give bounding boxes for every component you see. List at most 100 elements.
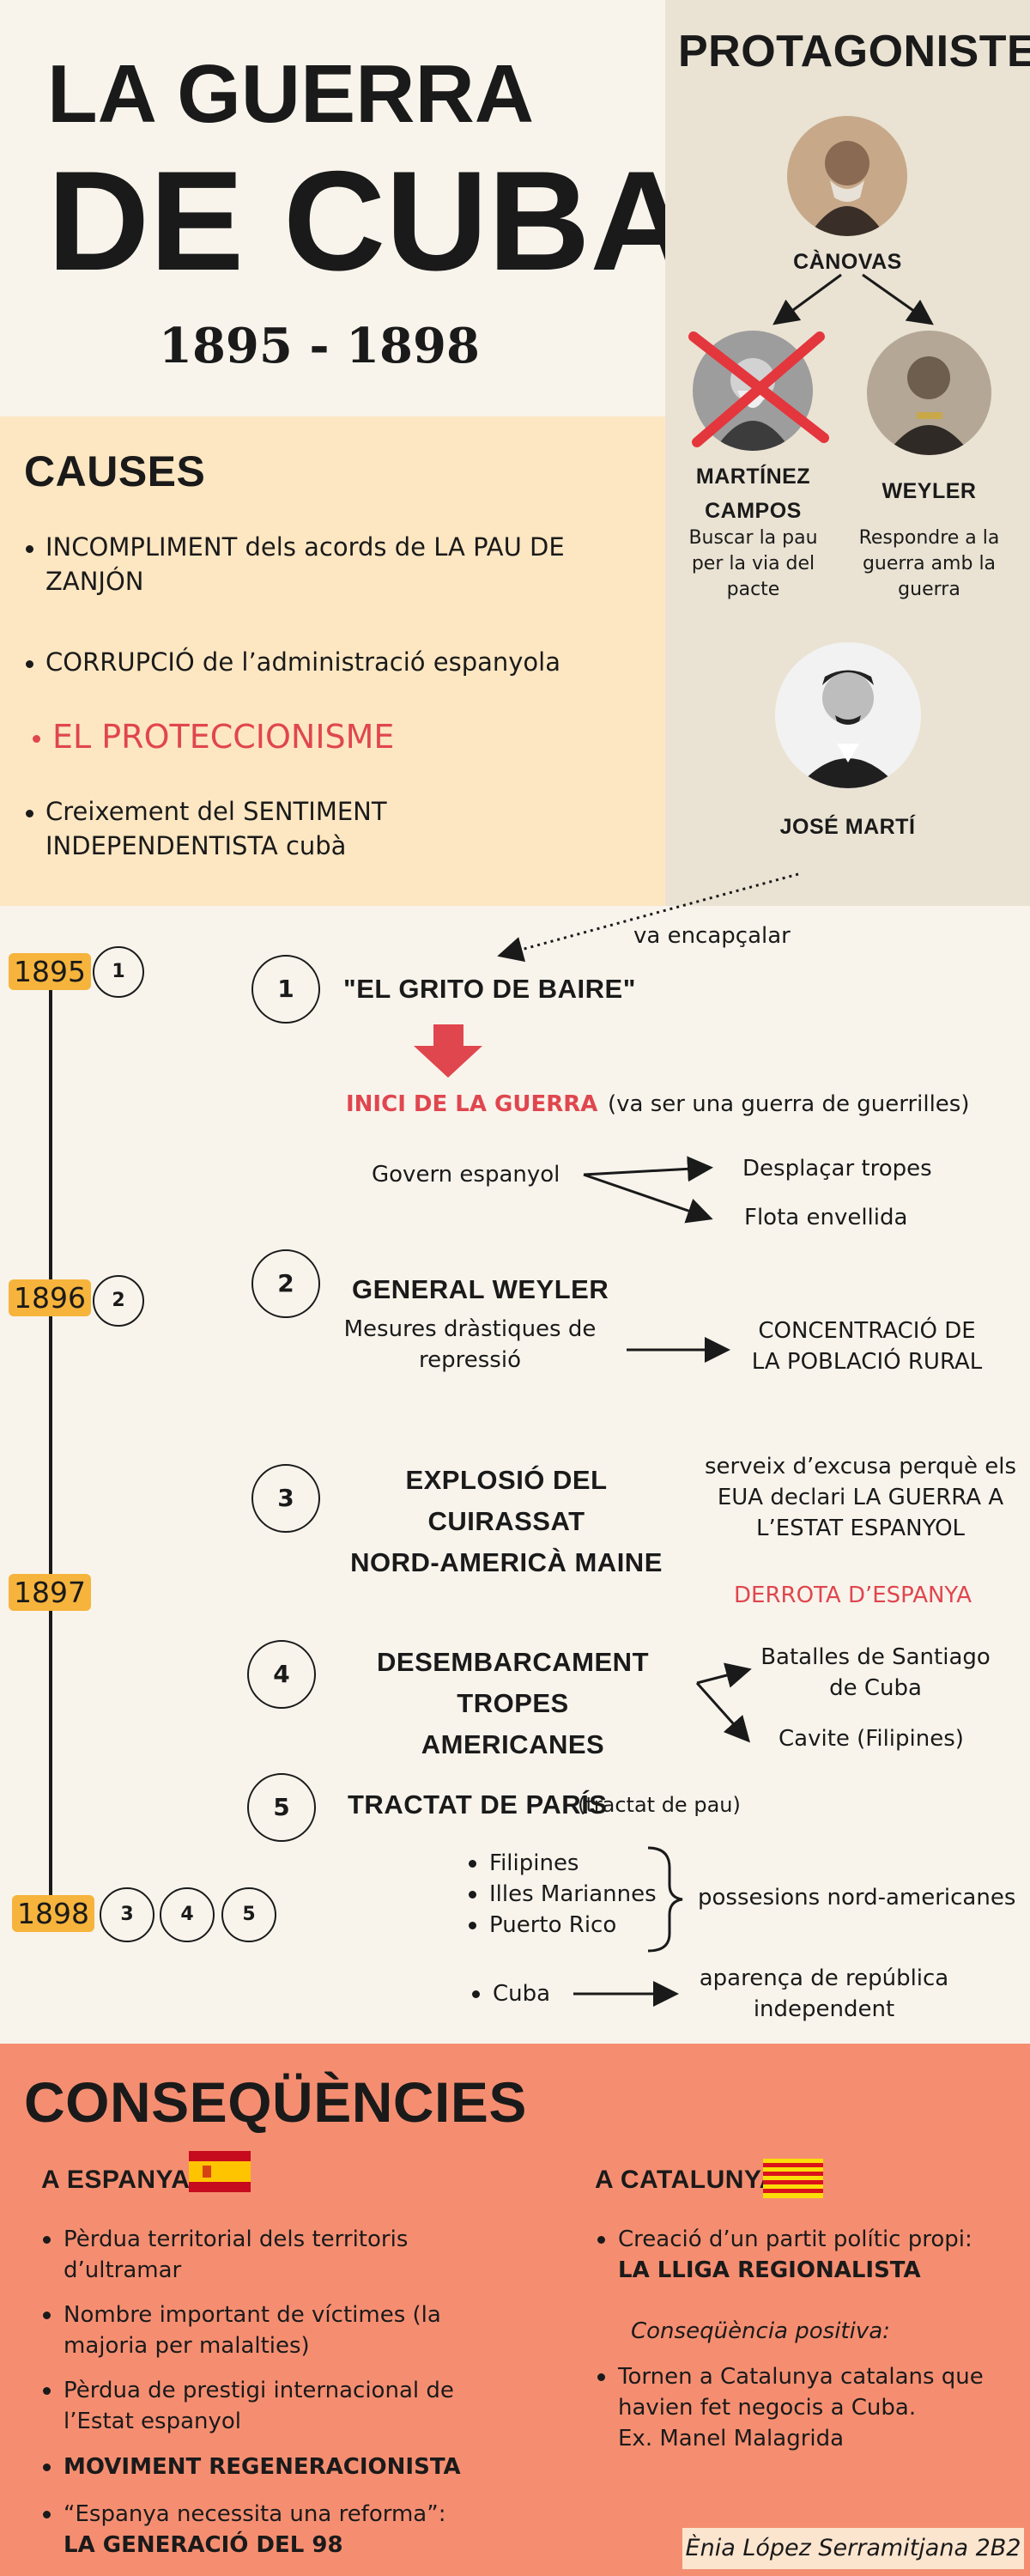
cause-text: Creixement del SENTIMENT [45,797,387,826]
red-cross-icon [688,331,829,447]
spain-heading: A ESPANYA [41,2166,191,2194]
catalonia-item: Tornen a Catalunya catalans que havien fe… [597,2361,1013,2454]
catalonia-item-line: Tornen a Catalunya catalans que [618,2364,984,2390]
year-tag-1898: 1898 [12,1895,94,1932]
note-line: serveix d’excusa perquè els [705,1454,1016,1479]
weyler-portrait [867,331,991,455]
arrow-canovas-martinez [772,273,842,325]
jose-marti-portrait [775,642,921,788]
cuba-result-line: aparença de república [699,1965,949,1991]
weyler-desc-line: guerra [898,579,960,600]
note-line: EUA declari LA GUERRA A [717,1485,1004,1510]
cause-item: CORRUPCIÓ de l’administració espanyola [26,645,627,679]
bullet-dot [33,735,40,743]
brace-colonies [647,1846,683,1953]
event-3-title: EXPLOSIÓ DEL CUIRASSAT NORD-AMERICÀ MAIN… [339,1460,674,1583]
year-tag-1896: 1896 [9,1279,91,1316]
battle-item: Cavite (Filipines) [779,1726,964,1752]
cause-item: Creixement del SENTIMENT INDEPENDENTISTA… [26,794,627,863]
bullet-dot [597,2373,605,2381]
link-label: va encapçalar [633,923,791,949]
positive-label: Conseqüència positiva: [631,2318,890,2344]
bullet-dot [472,1990,480,1998]
govern-label: Govern espanyol [372,1162,560,1188]
battle-item: Batalles de Santiago de Cuba [747,1642,1004,1704]
bullet-dot [26,544,33,553]
bullet-dot [43,2236,51,2244]
cuba-item: Cuba [472,1978,551,2009]
event-2-title: GENERAL WEYLER [352,1274,609,1304]
event-number: 4 [247,1640,316,1709]
consequences-heading: CONSEQÜÈNCIES [24,2070,527,2134]
battle-line: de Cuba [829,1675,922,1701]
arrow-govern-1 [583,1156,713,1182]
event-number: 2 [251,1249,320,1318]
spain-item-line: Nombre important de víctimes (la [64,2302,441,2328]
result-line: CONCENTRACIÓ DE [758,1318,976,1344]
year-marker: 4 [160,1887,215,1942]
event-2-measures: Mesures dràstiques de repressió [330,1314,609,1376]
title-years: 1895 - 1898 [159,318,480,374]
spain-item-line: Pèrdua de prestigi internacional de [64,2378,454,2403]
bullet-dot [43,2387,51,2395]
bullet-dot [597,2236,605,2244]
event-3-note: serveix d’excusa perquè els EUA declari … [695,1451,1026,1544]
bullet-dot [469,1891,476,1899]
measures-line: Mesures dràstiques de [343,1316,597,1342]
catalonia-item-line: LA LLIGA REGIONALISTA [618,2257,921,2283]
year-marker: 1 [93,946,144,998]
protagonists-heading: PROTAGONISTES [678,27,1030,76]
bullet-dot [43,2312,51,2319]
arrow-battle-1 [696,1662,752,1688]
spain-item-line: l’Estat espanyol [64,2409,242,2434]
spain-item: Nombre important de víctimes (la majoria … [43,2300,476,2361]
event-4-title-line: DESEMBARCAMENT TROPES [377,1647,649,1718]
year-marker: 5 [221,1887,276,1942]
spain-item-line: majoria per malalties) [64,2333,310,2359]
colony-text: Illes Mariannes [489,1881,657,1907]
cuba-text: Cuba [493,1981,551,2007]
colony-item: Puerto Rico [469,1910,616,1941]
weyler-desc: Respondre a la guerra amb la guerra [845,526,1013,603]
note-line: L’ESTAT ESPANYOL [755,1516,966,1541]
red-down-arrow-icon [414,1024,482,1078]
catalonia-heading: A CATALUNYA [595,2166,779,2194]
canovas-portrait [787,116,907,236]
causes-heading: CAUSES [24,447,206,495]
weyler-name: WEYLER [882,479,977,503]
branch-text: Desplaçar tropes [742,1156,932,1182]
event-number: 1 [251,955,320,1024]
bullet-dot [26,659,33,668]
canovas-name: CÀNOVAS [793,250,902,274]
event-number: 3 [251,1464,320,1533]
catalonia-item-line: havien fet negocis a Cuba. [618,2395,917,2421]
martinez-name-line1: MARTÍNEZ [695,465,811,489]
year-tag-1897: 1897 [9,1574,91,1611]
spain-item-line: MOVIMENT REGENERACIONISTA [64,2454,461,2480]
cause-item: EL PROTECCIONISME [33,715,633,758]
spain-item: Pèrdua de prestigi internacional de l’Est… [43,2375,476,2437]
colony-item: Illes Mariannes [469,1879,657,1910]
catalonia-item-line: Ex. Manel Malagrida [618,2426,845,2451]
result-line: LA POBLACIÓ RURAL [751,1349,983,1375]
event-3-title-line: EXPLOSIÓ DEL CUIRASSAT [405,1465,608,1536]
catalonia-flag-icon [763,2159,823,2198]
event-2-result: CONCENTRACIÓ DE LA POBLACIÓ RURAL [730,1315,1004,1377]
spain-flag-icon [189,2151,251,2192]
arrow-marti-grito [497,872,799,963]
author-label: Ènia López Serramitjana 2B2 [682,2528,1024,2569]
event-1-title: "EL GRITO DE BAIRE" [343,974,636,1004]
bullet-dot [43,2511,51,2518]
event-number: 5 [247,1773,316,1842]
martinez-desc-line: Buscar la pau [688,527,818,549]
cause-text: CORRUPCIÓ de l’administració espanyola [45,647,560,677]
spain-item-line: Pèrdua territorial dels territoris [64,2227,409,2252]
arrow-canovas-weyler [862,273,934,325]
cause-text: INCOMPLIMENT dels acords de LA PAU DE [45,532,565,562]
event-5-note: (tractat de pau) [578,1793,741,1817]
year-marker: 3 [100,1887,154,1942]
cuba-result-line: independent [753,1996,895,2022]
catalonia-item: Creació d’un partit polític propi:LA LLI… [597,2224,1013,2286]
year-tag-1895: 1895 [9,953,91,990]
